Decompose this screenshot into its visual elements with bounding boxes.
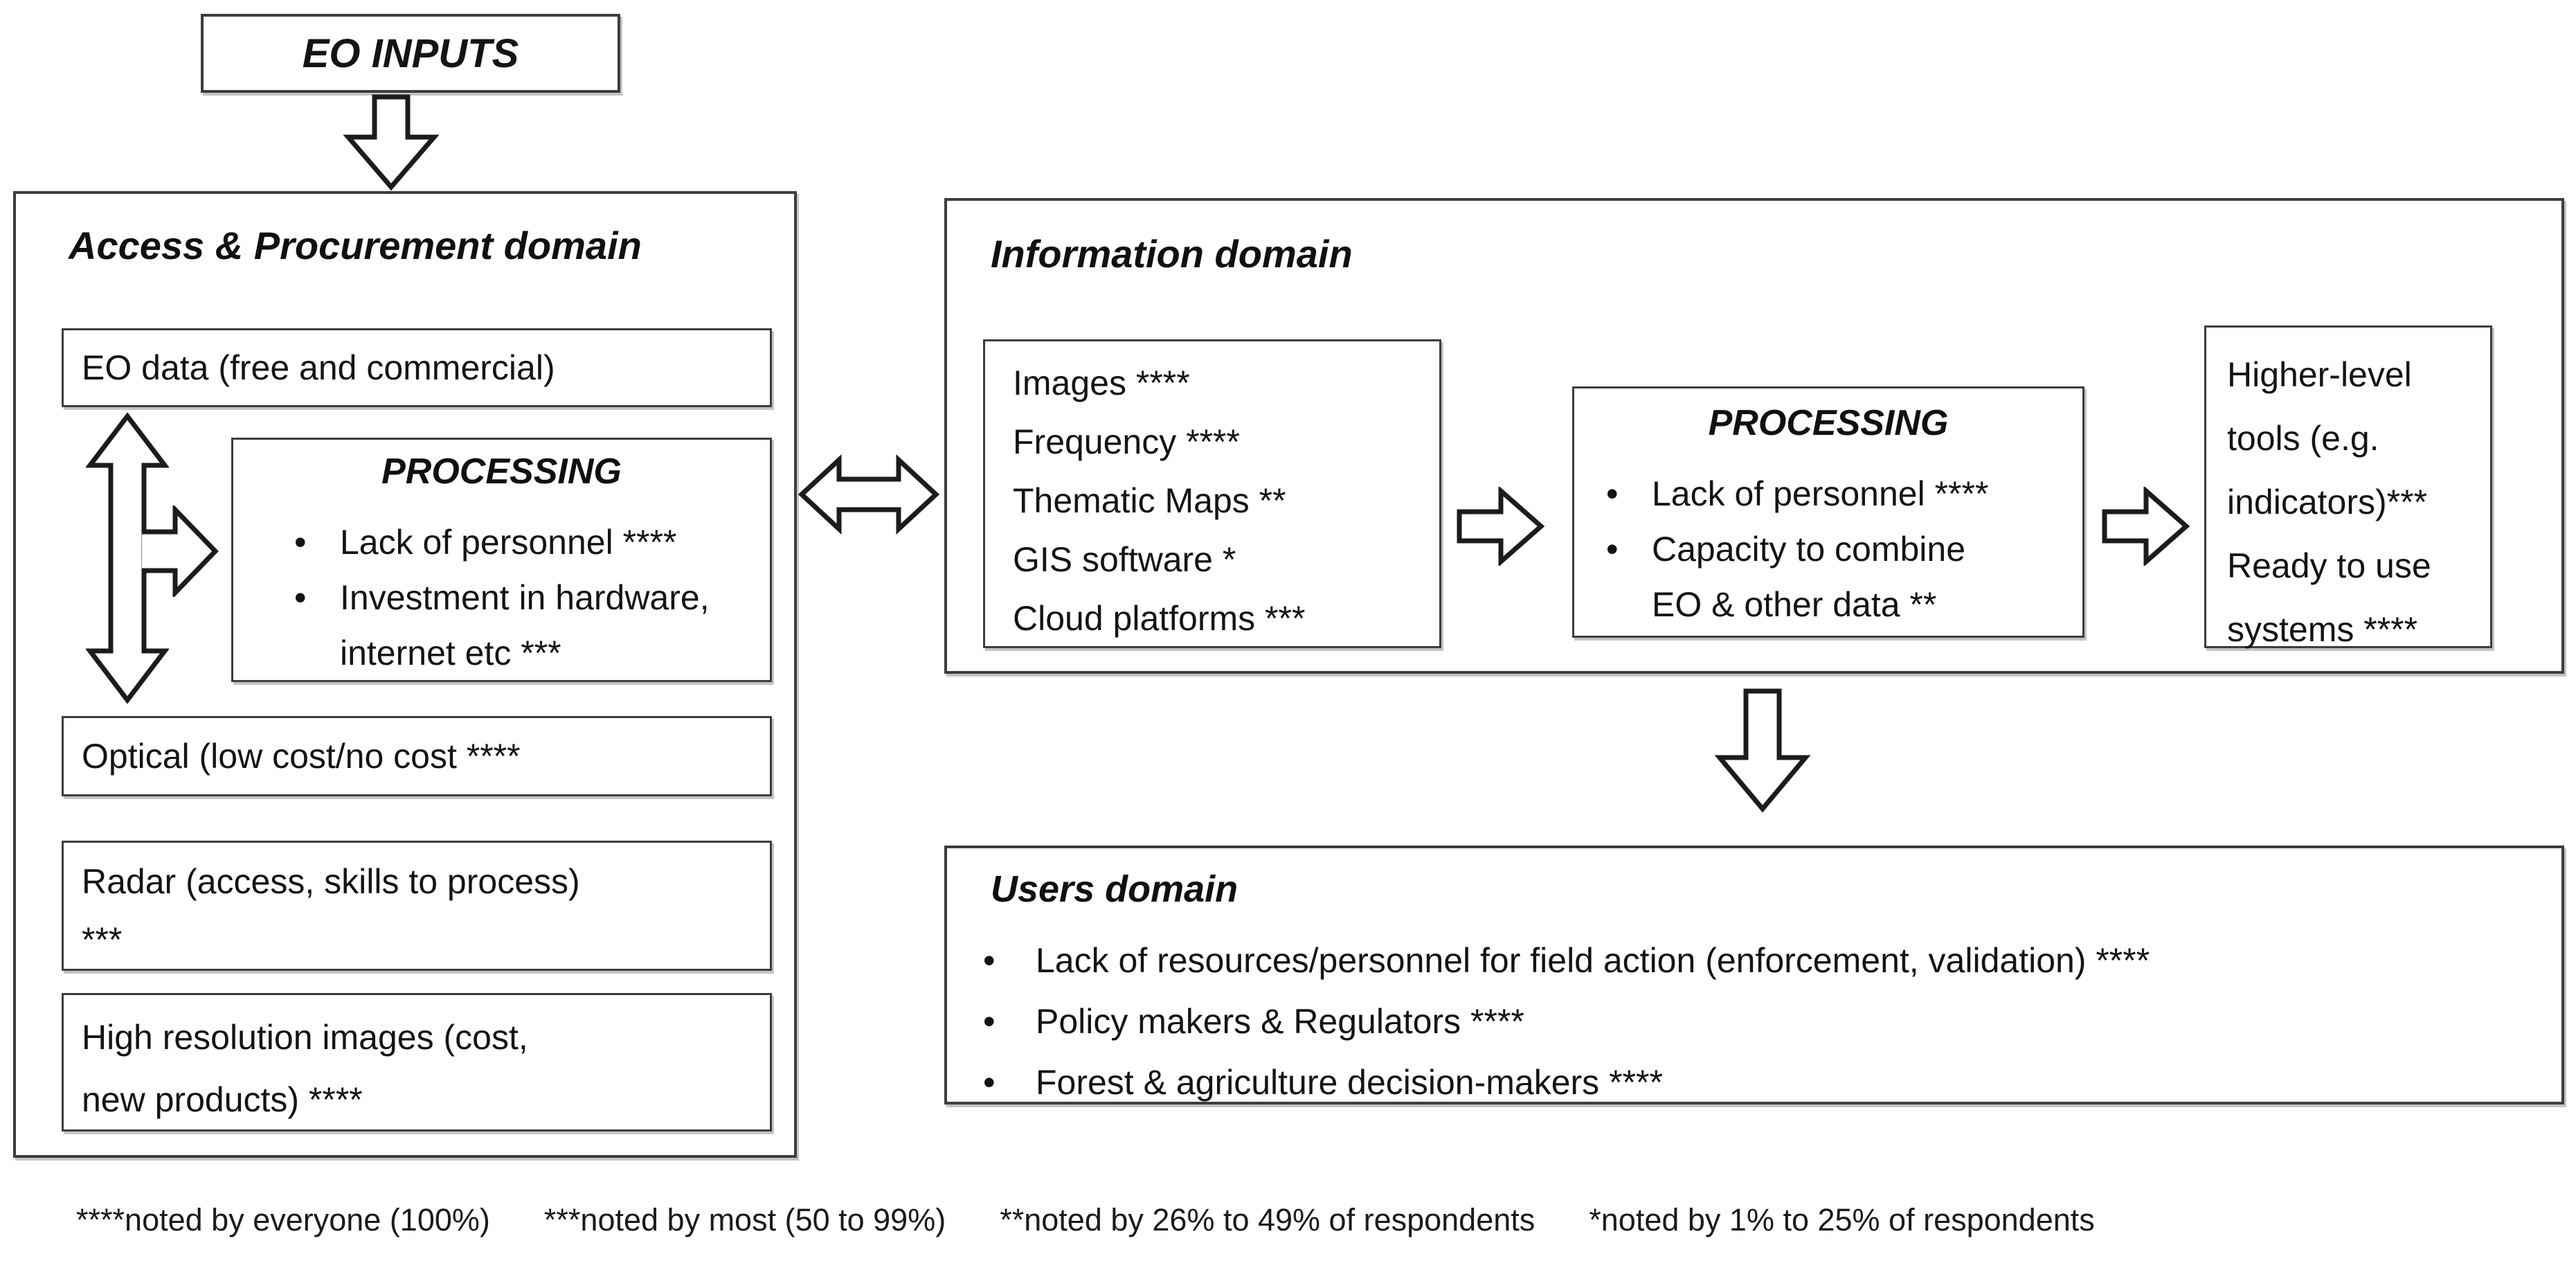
users-domain-box: Users domain • Lack of resources/personn… — [944, 846, 2564, 1105]
eo-data-box: EO data (free and commercial) — [62, 328, 772, 407]
access-domain-title: Access & Procurement domain — [69, 224, 642, 267]
list-item: • Investment in hardware, internet etc *… — [294, 570, 770, 681]
eo-inputs-label: EO INPUTS — [302, 30, 519, 76]
bullet-icon: • — [983, 1002, 996, 1041]
access-processing-box: PROCESSING • Lack of personnel **** • In… — [231, 438, 772, 682]
legend-everyone: ****noted by everyone (100%) — [76, 1202, 490, 1237]
information-outputs-box: Images **** Frequency **** Thematic Maps… — [983, 339, 1441, 648]
list-item: • Policy makers & Regulators **** — [983, 991, 2561, 1052]
eo-data-label: EO data (free and commercial) — [82, 348, 555, 387]
list-item: Cloud platforms *** — [1013, 599, 1306, 638]
arrow-up-down-icon — [86, 413, 169, 704]
bullet-icon: • — [1606, 530, 1619, 569]
users-domain-title: Users domain — [991, 868, 1239, 910]
bullet-icon: • — [294, 523, 307, 562]
list-item: Thematic Maps ** — [1013, 481, 1286, 520]
bullet-icon: • — [294, 578, 307, 617]
legend-most: ***noted by most (50 to 99%) — [543, 1202, 946, 1237]
optical-label: Optical (low cost/no cost **** — [82, 737, 521, 776]
list-item: • Capacity to combine EO & other data ** — [1606, 521, 2082, 632]
arrow-down-icon — [343, 94, 440, 191]
optical-box: Optical (low cost/no cost **** — [62, 716, 772, 796]
access-procurement-domain-box: Access & Procurement domain EO data (fre… — [13, 191, 797, 1158]
processing-title: PROCESSING — [1708, 403, 1949, 443]
arrow-right-icon — [1457, 487, 1545, 566]
asterisk-legend: ****noted by everyone (100%) ***noted by … — [76, 1202, 2555, 1238]
list-item: • Lack of personnel **** — [1606, 466, 2082, 521]
arrow-right-icon — [2102, 487, 2190, 566]
bullet-icon: • — [983, 1063, 996, 1102]
information-domain-box: Information domain Images **** Frequency… — [944, 198, 2564, 674]
list-item: • Lack of personnel **** — [294, 515, 770, 570]
arrow-right-branch-icon — [142, 506, 219, 597]
information-domain-title: Information domain — [991, 232, 1353, 276]
list-item: • Forest & agriculture decision-makers *… — [983, 1052, 2561, 1113]
information-processing-box: PROCESSING • Lack of personnel **** • Ca… — [1572, 386, 2084, 638]
legend-quarter-to-half: **noted by 26% to 49% of respondents — [1000, 1202, 1535, 1237]
high-resolution-box: High resolution images (cost, new produc… — [62, 993, 772, 1132]
higher-level-tools-box: Higher-level tools (e.g. indicators)*** … — [2204, 325, 2492, 649]
legend-few: *noted by 1% to 25% of respondents — [1589, 1202, 2095, 1237]
list-item: GIS software * — [1013, 540, 1236, 579]
list-item: Images **** — [1013, 364, 1190, 402]
bullet-icon: • — [983, 941, 996, 980]
arrow-left-right-icon — [798, 454, 940, 535]
processing-title: PROCESSING — [381, 451, 622, 492]
bullet-icon: • — [1606, 474, 1619, 513]
arrow-down-icon — [1714, 688, 1811, 813]
list-item: Frequency **** — [1013, 422, 1240, 461]
eo-inputs-box: EO INPUTS — [201, 14, 620, 93]
list-item: • Lack of resources/personnel for field … — [983, 930, 2561, 991]
radar-box: Radar (access, skills to process) *** — [62, 841, 772, 971]
